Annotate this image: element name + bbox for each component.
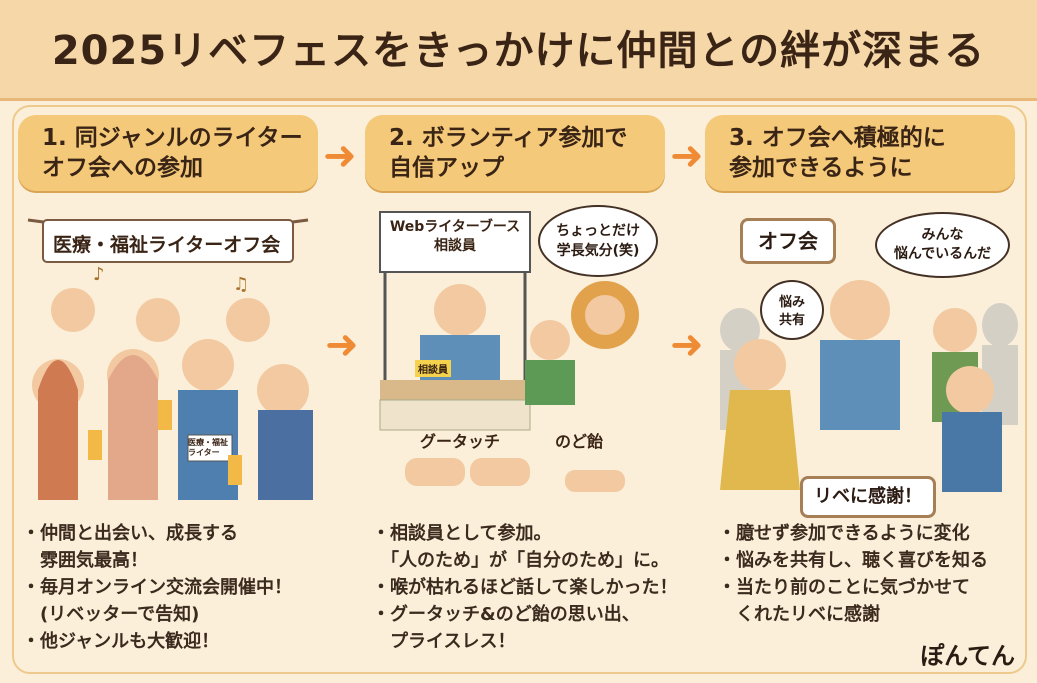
arrow-right-icon: ➜ [670,133,704,179]
fist-bump-label: グータッチ [420,432,501,451]
content-frame [12,105,1027,674]
title-bar [0,0,1037,101]
panel-3-illustration: オフ会 みんな 悩んでいるんだ 悩み 共有 リベに感謝！ [710,200,1020,518]
offkai-banner: 医療・福祉ライターオフ会 [53,234,281,256]
throat-candy-label: のど飴 [555,432,604,451]
step-1-label: 1. 同ジャンルのライター オフ会への参加 [42,125,303,181]
thanks-banner: リベに感謝！ [800,476,936,518]
svg-text:♫: ♫ [233,274,249,295]
bullets-column-3: ・臆せず参加できるように変化 ・悩みを共有し、聴く喜びを知る ・当たり前のことに… [718,520,1037,628]
step-3-label: 3. オフ会へ積極的に 参加できるように [729,125,946,181]
arrow-right-icon: ➜ [323,133,357,179]
bullet-item: ・臆せず参加できるように変化 [718,523,970,544]
bullet-item: ・仲間と出会い、成長する 雰囲気最高！ [22,523,238,571]
bullets-column-2: ・相談員として参加。 「人のため」が「自分のため」に。 ・喉が枯れるほど話して楽… [372,520,692,655]
sharing-illustration [720,280,1018,492]
booth-sign: Webライターブース 相談員 [389,219,521,254]
offkai-illustration: ♪♫ [27,218,313,500]
speech-bubble: ちょっとだけ 学長気分(笑) [538,205,658,277]
speech-bubble-share: 悩み 共有 [760,280,824,340]
bullet-item: ・グータッチ&のど飴の思い出、 プライスレス！ [372,604,640,652]
name-tag: 医療・福祉 ライター [188,438,228,457]
svg-text:♪: ♪ [93,264,105,285]
arrow-right-icon: ➜ [670,322,704,368]
step-1-header: 1. 同ジャンルのライター オフ会への参加 [18,115,318,191]
page-title: 2025リベフェスをきっかけに仲間との絆が深まる [51,28,986,74]
bullet-item: ・喉が枯れるほど話して楽しかった！ [372,577,678,598]
bullet-item: ・他ジャンルも大歓迎！ [22,631,220,652]
panel-1-illustration: ♪♫ 医療・福祉ライターオフ会 医療・福祉 ライター [18,200,318,510]
staff-badge: 相談員 [415,360,451,377]
bullet-item: ・当たり前のことに気づかせて くれたリベに感謝 [718,577,970,625]
author-signature: ぽんてん [920,642,1015,670]
bullet-item: ・毎月オンライン交流会開催中！ (リベッターで告知) [22,577,292,625]
speech-bubble-top: みんな 悩んでいるんだ [875,212,1010,278]
step-3-header: 3. オフ会へ積極的に 参加できるように [705,115,1015,191]
step-2-header: 2. ボランティア参加で 自信アップ [365,115,665,191]
bullets-column-1: ・仲間と出会い、成長する 雰囲気最高！ ・毎月オンライン交流会開催中！ (リベッ… [22,520,342,655]
bullet-item: ・悩みを共有し、聴く喜びを知る [718,550,988,571]
arrow-right-icon: ➜ [325,322,359,368]
panel-2-illustration: Webライターブース 相談員 ちょっとだけ 学長気分(笑) 相談員 グータッチ … [365,200,665,510]
step-2-label: 2. ボランティア参加で 自信アップ [389,125,628,181]
offkai-label: オフ会 [740,218,836,264]
bullet-item: ・相談員として参加。 「人のため」が「自分のため」に。 [372,523,669,571]
